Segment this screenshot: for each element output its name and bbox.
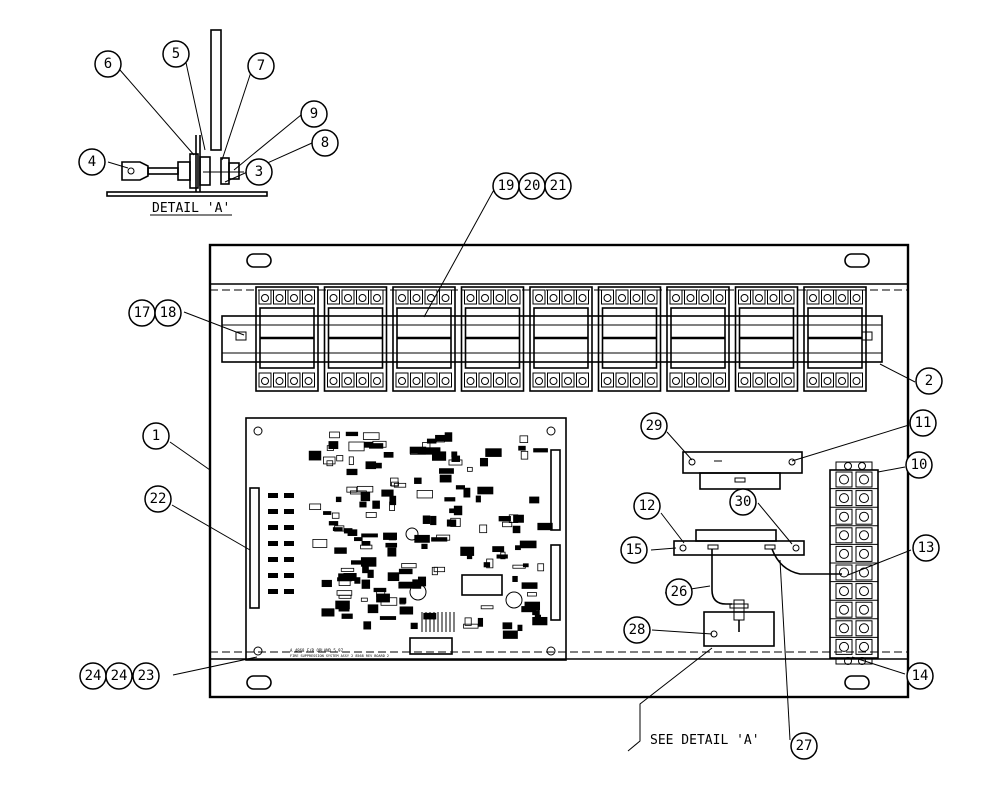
- pcb-silkscreen-2: FIRE SUPPRESSION SYSTEM ASSY 2 8568 REV …: [290, 654, 389, 658]
- bracket-part-12: [673, 529, 805, 556]
- see-detail-note: SEE DETAIL 'A': [650, 733, 760, 748]
- callout-26: 26: [665, 578, 693, 606]
- callout-number: 11: [915, 415, 932, 431]
- callout-6: 6: [94, 50, 122, 78]
- callout-number: 5: [172, 46, 180, 62]
- callout-number: 26: [671, 584, 688, 600]
- callout-2: 2: [915, 367, 943, 395]
- leader-lines: [169, 185, 916, 752]
- mounting-slot: [844, 675, 870, 690]
- pcb-silkscreen-1: A 4868 F/R OPLAND 5 97: [290, 648, 344, 653]
- callout-1: 1: [142, 422, 170, 450]
- detail-base-plate: [106, 191, 268, 197]
- callout-number: 19: [498, 178, 515, 194]
- callout-number: 8: [321, 135, 329, 151]
- callout-15: 15: [620, 536, 648, 564]
- relay: [666, 286, 730, 392]
- pcb-outline: [245, 417, 567, 661]
- callout-number: 24: [85, 668, 102, 684]
- callout-number: 1: [152, 428, 160, 444]
- callout-22: 22: [144, 485, 172, 513]
- callout-30: 30: [729, 488, 757, 516]
- callout-14: 14: [906, 662, 934, 690]
- callout-number: 20: [524, 178, 541, 194]
- callout-number: 12: [639, 498, 656, 514]
- pcb-edge-connector: [249, 487, 260, 609]
- callout-number: 24: [111, 668, 128, 684]
- callout-9: 9: [300, 100, 328, 128]
- callout-number: 10: [911, 457, 928, 473]
- callout-number: 30: [735, 494, 752, 510]
- relay: [803, 286, 867, 392]
- callout-number: 27: [796, 738, 813, 754]
- detail-title: DETAIL 'A': [152, 201, 230, 216]
- wire-27: [771, 548, 842, 575]
- callout-number: 13: [918, 540, 935, 556]
- callout-number: 4: [88, 154, 96, 170]
- callout-number: 28: [629, 622, 646, 638]
- callout-3: 3: [245, 158, 273, 186]
- callout-19: 19: [492, 172, 520, 200]
- callout-23: 23: [132, 662, 160, 690]
- callout-24b: 24: [105, 662, 133, 690]
- relay: [529, 286, 593, 392]
- callout-number: 9: [310, 106, 318, 122]
- detail-lug: [121, 161, 149, 181]
- callout-number: 22: [150, 491, 167, 507]
- callout-28: 28: [623, 616, 651, 644]
- callout-12: 12: [633, 492, 661, 520]
- bracket-part-11: [682, 451, 803, 490]
- callout-number: 15: [626, 542, 643, 558]
- detail-wall-plate: [210, 29, 222, 151]
- relay: [597, 286, 662, 392]
- callout-13: 13: [912, 534, 940, 562]
- callout-7: 7: [247, 52, 275, 80]
- callout-11: 11: [909, 409, 937, 437]
- callout-number: 3: [255, 164, 263, 180]
- callout-17: 17: [128, 299, 156, 327]
- callout-number: 21: [550, 178, 567, 194]
- callout-10: 10: [905, 451, 933, 479]
- terminal-strip: [829, 461, 879, 665]
- callout-8: 8: [311, 129, 339, 157]
- control-circuit-board: A 4868 F/R OPLAND 5 97 FIRE SUPPRESSION …: [245, 417, 567, 661]
- din-rail: [221, 315, 883, 363]
- relay: [255, 286, 319, 392]
- terminal-block-part-28: [703, 599, 775, 647]
- relay: [392, 286, 456, 392]
- callout-18: 18: [154, 299, 182, 327]
- detail-a-view: DETAIL 'A': [106, 29, 313, 216]
- callout-number: 7: [257, 58, 265, 74]
- callout-21: 21: [544, 172, 572, 200]
- mounting-slot: [246, 675, 272, 690]
- callout-number: 18: [160, 305, 177, 321]
- callout-24a: 24: [79, 662, 107, 690]
- wire-26: [711, 549, 732, 605]
- callout-number: 6: [104, 56, 112, 72]
- mounting-slot: [246, 253, 272, 268]
- relay: [460, 286, 525, 392]
- callout-20: 20: [518, 172, 546, 200]
- callout-5: 5: [162, 40, 190, 68]
- callout-29: 29: [640, 412, 668, 440]
- callout-number: 2: [925, 373, 933, 389]
- callout-27: 27: [790, 732, 818, 760]
- callout-number: 29: [646, 418, 663, 434]
- mounting-slot: [844, 253, 870, 268]
- callout-4: 4: [78, 148, 106, 176]
- callout-number: 23: [138, 668, 155, 684]
- callout-number: 14: [912, 668, 929, 684]
- callout-number: 17: [134, 305, 151, 321]
- relay: [734, 286, 799, 392]
- relay-row: [255, 286, 867, 392]
- relay: [323, 286, 388, 392]
